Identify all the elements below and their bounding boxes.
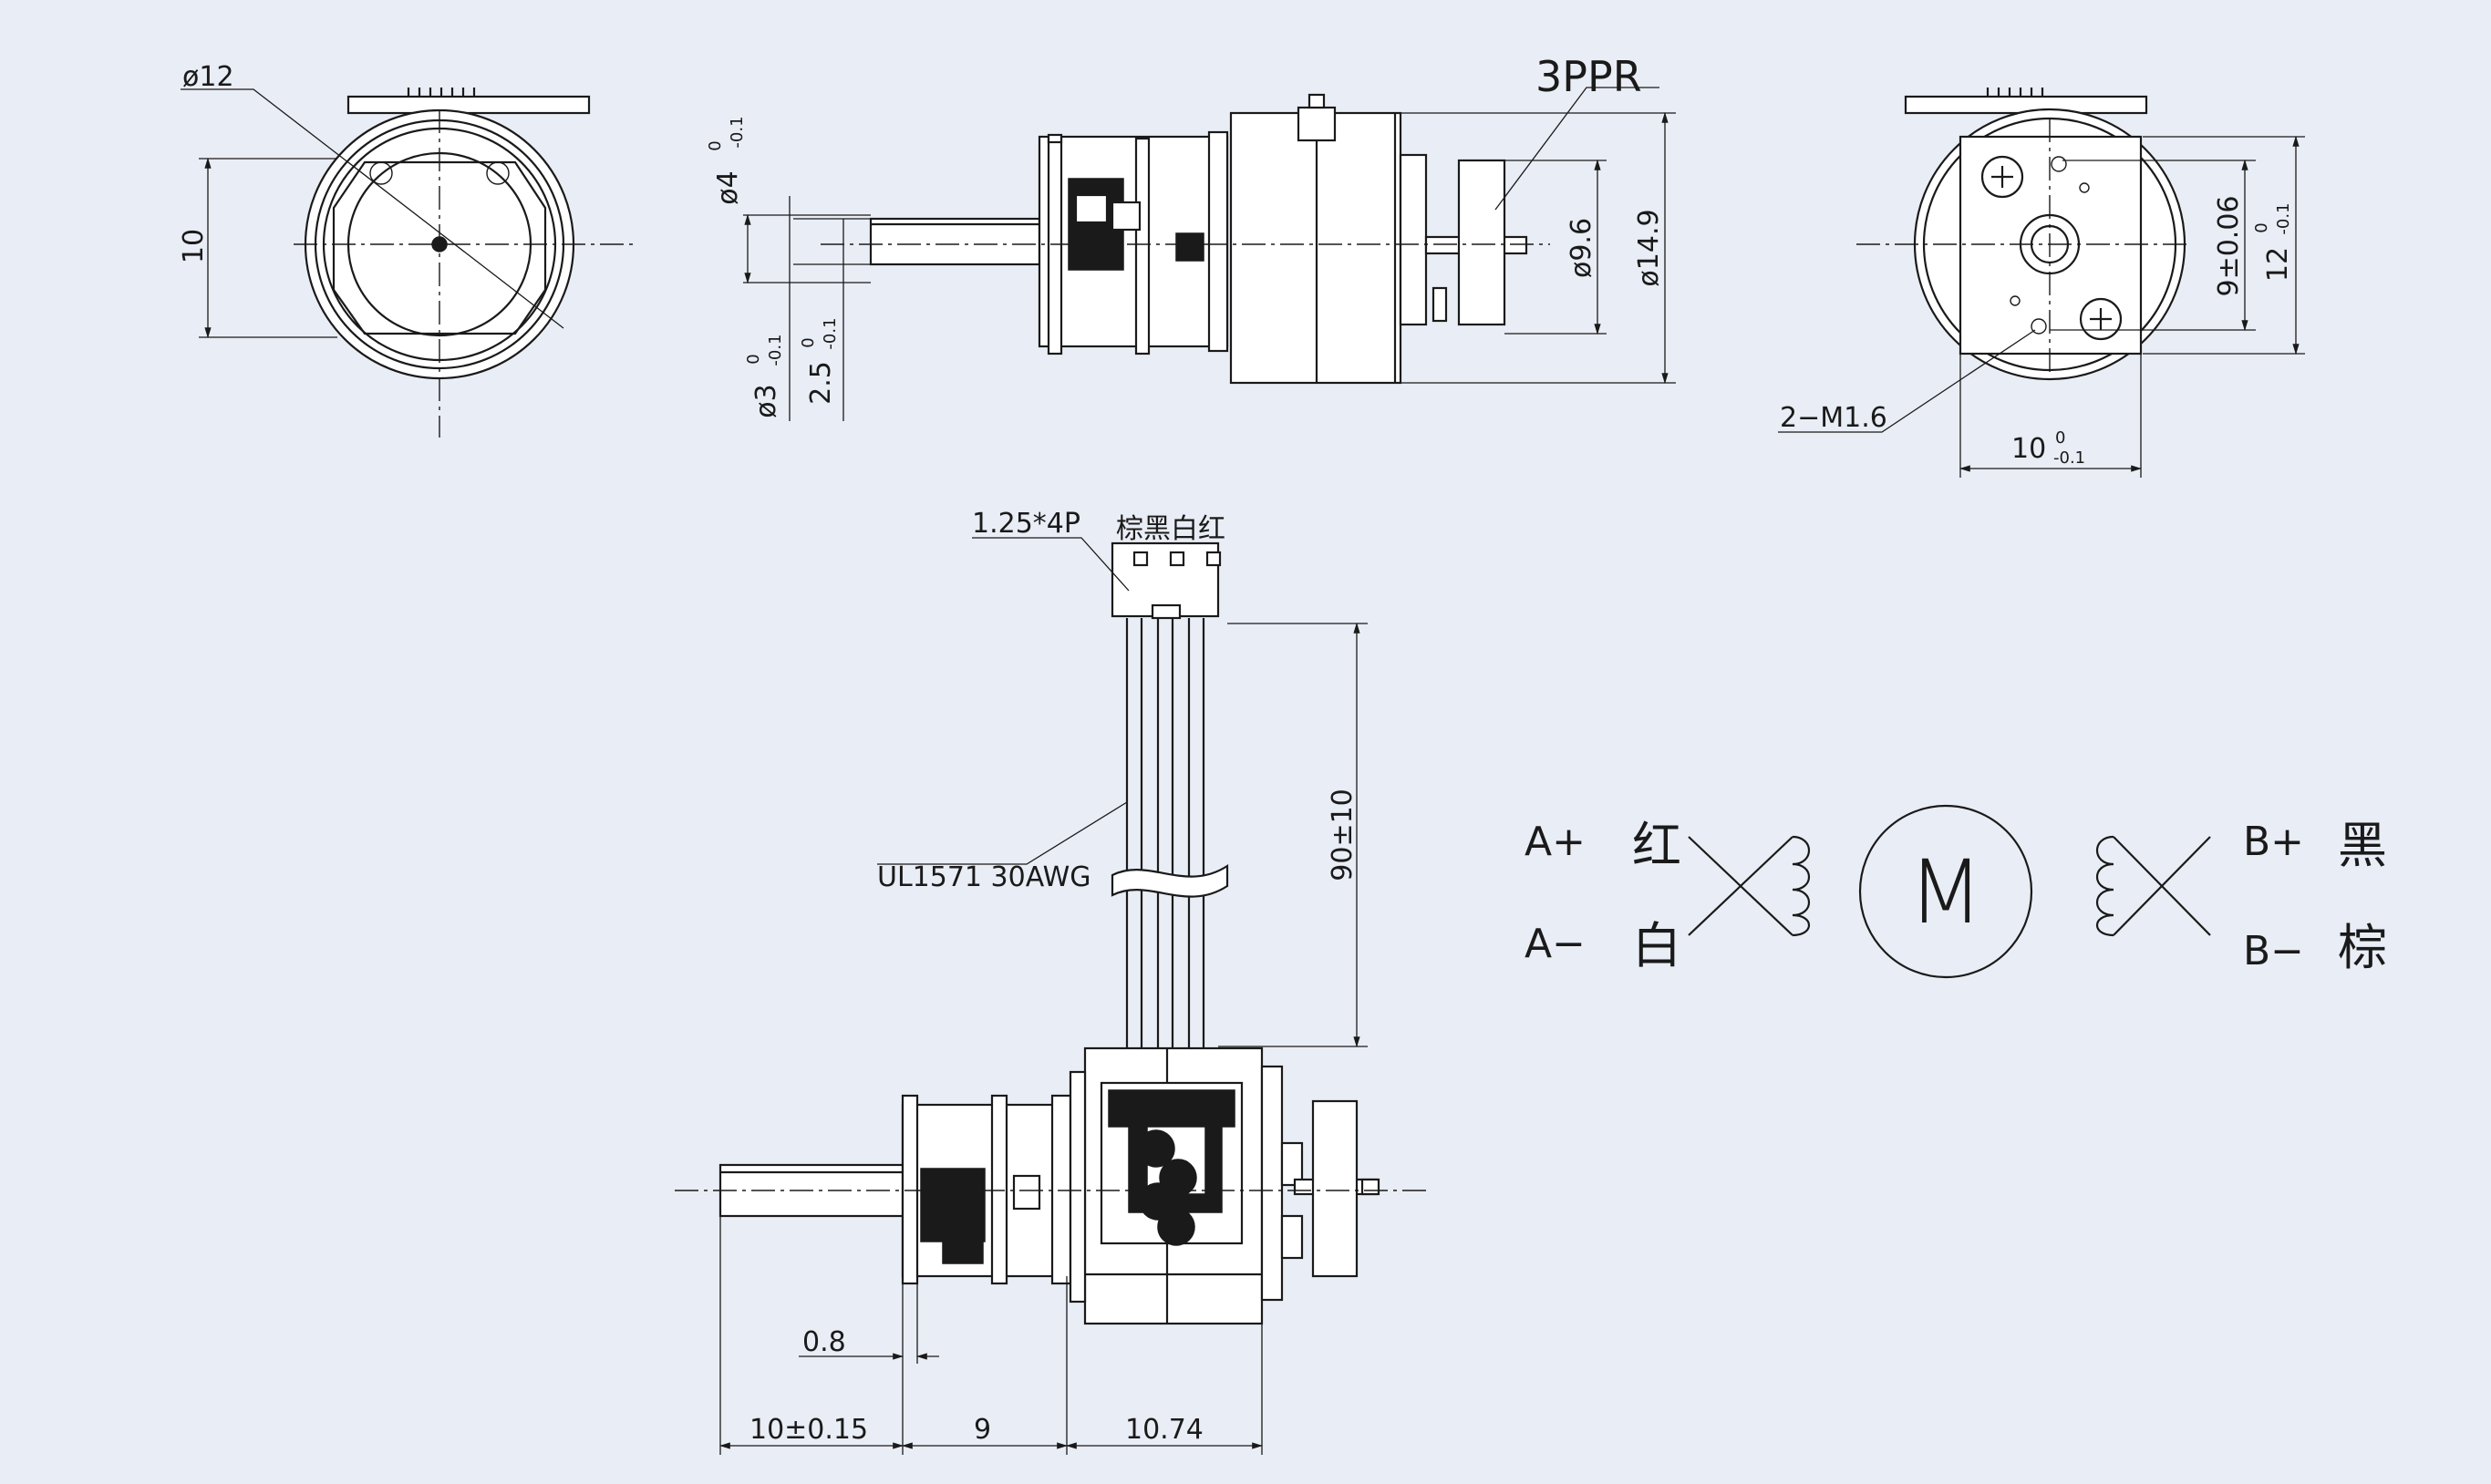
label-motor: M (1908, 841, 1984, 943)
connector (1111, 541, 1220, 618)
dia-leader (181, 88, 564, 329)
svg-text:0: 0 (744, 354, 763, 364)
lead-wires (1125, 618, 1205, 1057)
connector-leader (972, 537, 1130, 592)
dim-height-12: 12 (2262, 247, 2294, 282)
dim-width-10: 10 (2011, 433, 2046, 465)
left-end-view: ø12 10 (178, 61, 638, 438)
svg-text:-0.1: -0.1 (728, 116, 747, 148)
coil-a (1688, 835, 1810, 937)
label-thread: 2−M1.6 (1780, 402, 1887, 434)
svg-text:-0.1: -0.1 (2274, 202, 2293, 234)
svg-text:0: 0 (706, 140, 725, 150)
wire-break (1111, 863, 1229, 898)
dim-gearbox-length: 9 (974, 1414, 991, 1446)
label-a-minus-color: 白 (1632, 917, 1681, 974)
svg-text:0: 0 (2055, 428, 2065, 448)
svg-text:-0.1: -0.1 (766, 334, 785, 366)
dim-motor-length: 10.74 (1125, 1414, 1204, 1446)
label-wire-colors: 棕黑白红 (1116, 513, 1225, 545)
motor-symbol (1858, 804, 2033, 979)
label-b-plus: B+ (2243, 819, 2304, 865)
dim-shaft-length: 10±0.15 (749, 1414, 868, 1446)
encoder-disc (1457, 159, 1506, 326)
wiring-schematic: A+ 红 A− 白 M B+ 黑 B− 棕 (1525, 804, 2387, 979)
svg-text:-0.1: -0.1 (2053, 448, 2085, 468)
dim-flat-width: 2.5 (805, 361, 837, 405)
svg-text:-0.1: -0.1 (821, 317, 840, 349)
bottom-view: 1.25*4P 棕黑白红 UL1571 30AWG 90±10 (675, 508, 1432, 1455)
dim-shaft-dia: ø4 (712, 170, 744, 204)
right-end-view: 9±0.06 12 0 -0.1 10 0 -0.1 2−M1.6 (1778, 88, 2305, 478)
label-b-plus-color: 黑 (2338, 817, 2387, 874)
mount-plate (346, 95, 591, 115)
dim-body-dia: ø14.9 (1633, 209, 1665, 286)
dim-flat-dia: ø3 (750, 384, 782, 417)
dim-center-dist: 9±0.06 (2213, 195, 2245, 296)
dim-dia-12: ø12 (182, 61, 234, 93)
coil-b (2096, 835, 2211, 937)
encoder-leader (1494, 87, 1659, 211)
svg-text:0: 0 (799, 337, 818, 347)
dim-gap: 0.8 (802, 1326, 846, 1358)
label-a-minus: A− (1525, 921, 1586, 967)
dim-height-10: 10 (178, 229, 210, 263)
label-3ppr: 3PPR (1535, 52, 1642, 101)
label-wire-spec: UL1571 30AWG (877, 861, 1091, 893)
label-connector: 1.25*4P (972, 508, 1080, 540)
label-b-minus: B− (2243, 928, 2304, 974)
svg-text:0: 0 (2252, 222, 2271, 232)
label-a-plus-color: 红 (1632, 817, 1681, 874)
label-a-plus: A+ (1525, 819, 1586, 865)
dim-lead-length: 90±10 (1327, 788, 1359, 881)
dim-disc-dia: ø9.6 (1566, 218, 1597, 278)
wire-leader (877, 801, 1128, 865)
bottom-encoder-disc (1311, 1099, 1359, 1278)
label-b-minus-color: 棕 (2338, 919, 2387, 976)
side-view: 3PPR ø4 0 -0.1 ø3 0 -0.1 2.5 0 -0.1 ø9.6… (706, 52, 1676, 421)
thread-leader (1778, 329, 2036, 433)
output-shaft (869, 217, 1041, 266)
